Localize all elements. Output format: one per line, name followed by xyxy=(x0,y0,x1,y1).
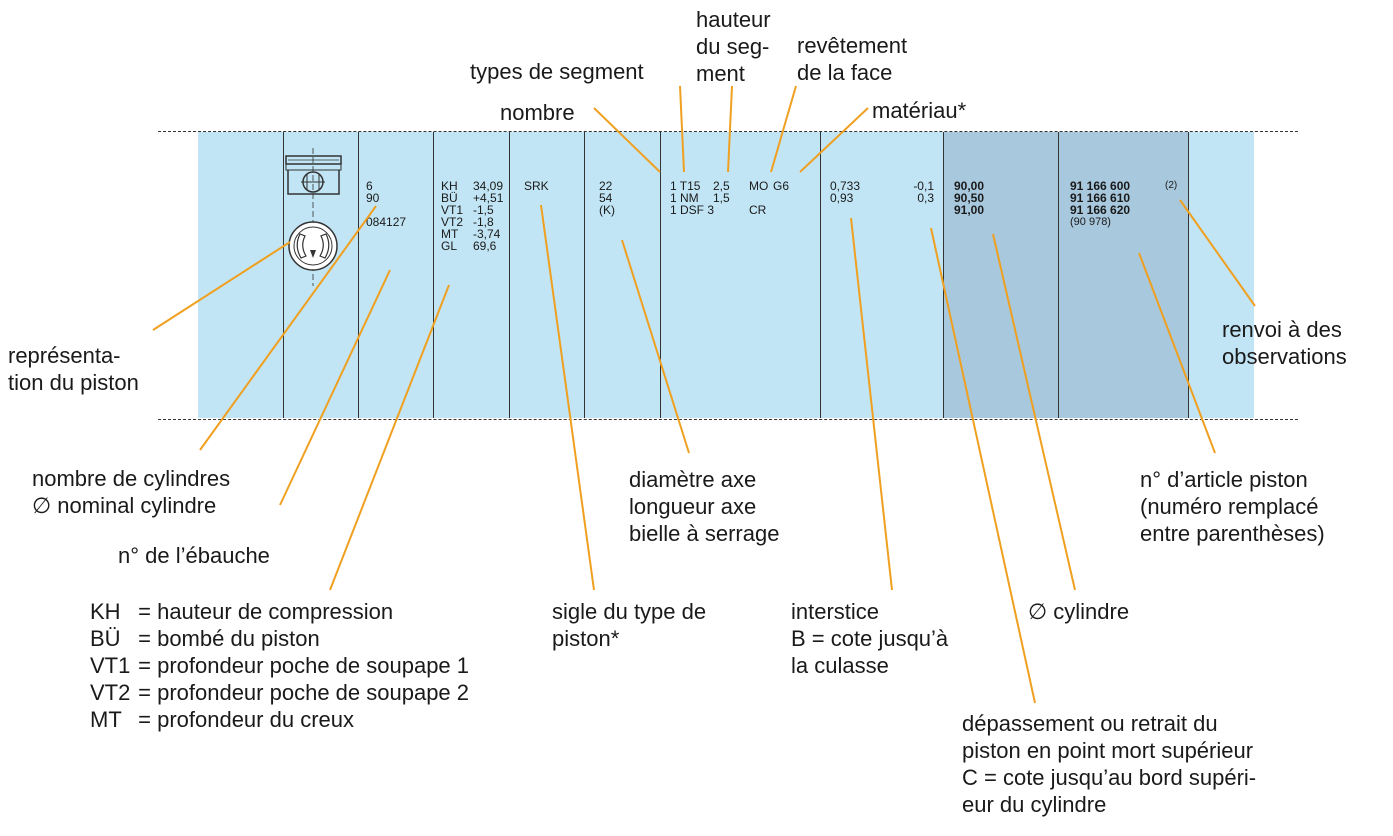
label-types-segment: types de segment xyxy=(470,59,644,84)
protrusion-cell: -0,1 0,3 xyxy=(913,179,934,205)
bore-cell: 90,00 90,50 91,00 xyxy=(954,179,985,217)
bottom-dashed-line xyxy=(158,419,1298,420)
abbreviation-item: VT2 = profondeur poche de soupape 2 xyxy=(90,680,470,705)
label-cylindre-diametre: ∅ cylindre xyxy=(1028,599,1130,624)
label-revetement: revêtement de la face xyxy=(797,33,908,85)
remark-cell: (2) xyxy=(1165,180,1178,191)
column-divider xyxy=(509,132,510,418)
label-ebauche: n° de l’ébauche xyxy=(118,543,270,568)
clearance-cell: 0,733 0,93 xyxy=(830,179,861,205)
label-nombre: nombre xyxy=(500,100,575,125)
abbreviation-item: KH = hauteur de compression xyxy=(90,599,394,624)
ring-types-cell: 1 T15 1 NM 1 DSF 3 xyxy=(670,179,715,217)
dimension-values: 34,09 +4,51 -1,5 -1,8 -3,74 69,6 xyxy=(473,179,504,253)
column-divider xyxy=(1188,132,1189,418)
ring-heights-cell: 2,5 1,5 xyxy=(713,179,730,205)
abbreviation-legend: KH = hauteur de compression BÜ = bombé d… xyxy=(90,598,469,733)
column-divider xyxy=(820,132,821,418)
article-column-shade xyxy=(1058,132,1188,418)
abbreviation-item: MT = profondeur du creux xyxy=(90,707,354,732)
label-representation: représenta- tion du piston xyxy=(8,343,139,395)
column-divider xyxy=(584,132,585,418)
label-renvoi: renvoi à des observations xyxy=(1222,317,1347,369)
label-interstice: interstice B = cote jusqu’à la culasse xyxy=(791,599,949,678)
label-depassement: dépassement ou retrait du piston en poin… xyxy=(962,711,1257,817)
label-axe: diamètre axe longueur axe bielle à serra… xyxy=(629,467,780,546)
piston-type-cell: SRK xyxy=(524,179,549,193)
column-divider xyxy=(283,132,284,418)
abbreviation-item: VT1 = profondeur poche de soupape 1 xyxy=(90,653,470,678)
cylinders-cell: 6 90 084127 xyxy=(366,179,407,229)
ring-coating-cell: MO CR xyxy=(749,179,769,217)
pin-cell: 22 54 (K) xyxy=(599,179,615,217)
label-materiau: matériau* xyxy=(872,98,967,123)
label-hauteur-segment: hauteur du seg- ment xyxy=(696,7,771,86)
piston-drawing xyxy=(285,148,342,286)
label-cylindres: nombre de cylindres ∅ nominal cylindre xyxy=(32,466,231,518)
column-divider xyxy=(943,132,944,418)
abbreviation-item: BÜ = bombé du piston xyxy=(90,626,320,651)
top-dashed-line xyxy=(158,131,1298,132)
column-divider xyxy=(433,132,434,418)
label-sigle: sigle du type de piston* xyxy=(552,599,707,651)
column-divider xyxy=(660,132,661,418)
label-article: n° d’article piston (numéro remplacé ent… xyxy=(1140,467,1325,546)
article-cell: 91 166 600 91 166 610 91 166 620 (90 978… xyxy=(1070,179,1131,228)
dimension-keys: KH BÜ VT1 VT2 MT GL xyxy=(441,179,464,253)
ring-material-cell: G6 xyxy=(773,179,790,193)
column-divider xyxy=(358,132,359,418)
column-divider xyxy=(1058,132,1059,418)
